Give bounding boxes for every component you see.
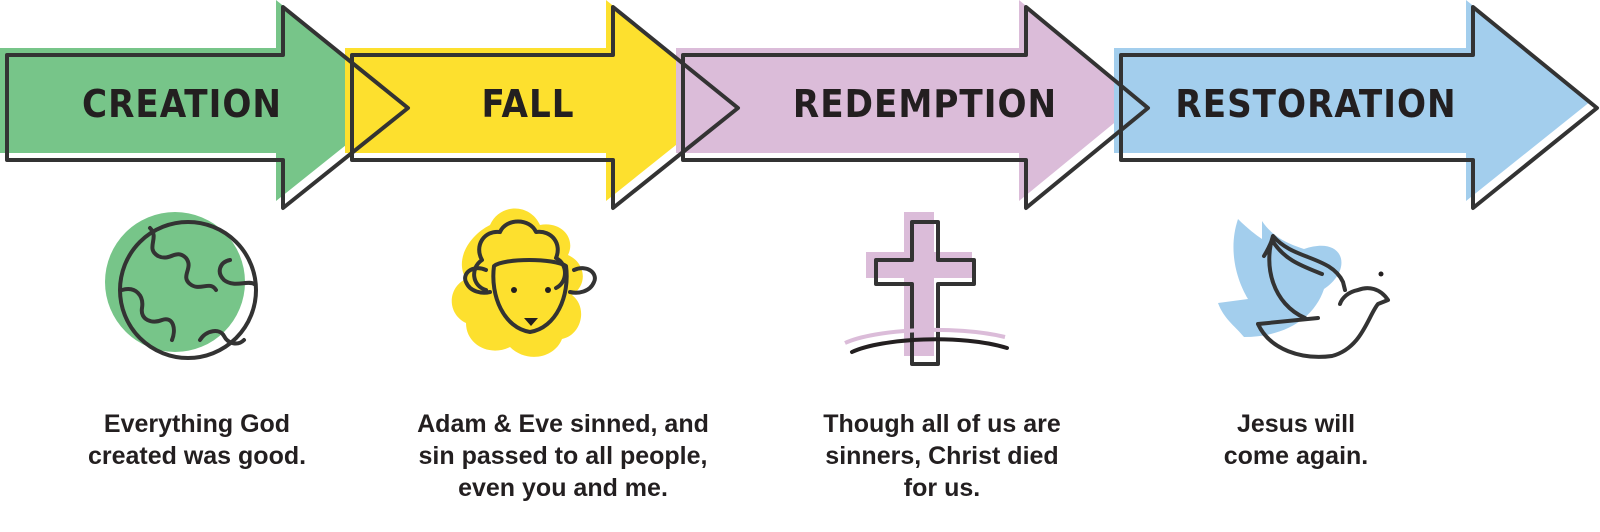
description-line: created was good.	[87, 442, 307, 470]
arrow-outline-redemption	[681, 5, 1150, 210]
description-line: Adam & Eve sinned, and	[417, 410, 709, 438]
stage-title-restoration: RESTORATION	[1175, 82, 1456, 126]
globe-icon	[105, 212, 258, 360]
arrow-fall	[345, 0, 731, 201]
description-line: sinners, Christ died	[825, 442, 1059, 470]
dove-icon	[1218, 219, 1390, 359]
cross-icon	[844, 212, 1009, 366]
description-line: sin passed to all people,	[418, 442, 708, 470]
stage-title-creation: CREATION	[82, 82, 282, 126]
stage-title-redemption: REDEMPTION	[793, 82, 1057, 126]
stage-description-fall: Adam & Eve sinned, and sin passed to all…	[373, 408, 753, 504]
description-line: Jesus will	[1236, 410, 1356, 438]
description-line: come again.	[1223, 442, 1369, 470]
arrow-outline-creation	[5, 5, 410, 210]
arrow-outline-restoration	[1119, 5, 1599, 210]
description-line: even you and me.	[458, 474, 668, 502]
arrow-outline-fall	[350, 5, 740, 210]
sheep-icon	[451, 208, 597, 357]
stage-description-restoration: Jesus will come again.	[1106, 408, 1486, 472]
stage-description-redemption: Though all of us are sinners, Christ die…	[752, 408, 1132, 504]
description-line: Everything God	[103, 410, 291, 438]
arrow-creation	[0, 0, 401, 201]
description-line: Though all of us are	[823, 410, 1061, 438]
stage-title-fall: FALL	[481, 82, 574, 126]
stage-description-creation: Everything God created was good.	[7, 408, 387, 472]
description-line: for us.	[903, 474, 981, 502]
